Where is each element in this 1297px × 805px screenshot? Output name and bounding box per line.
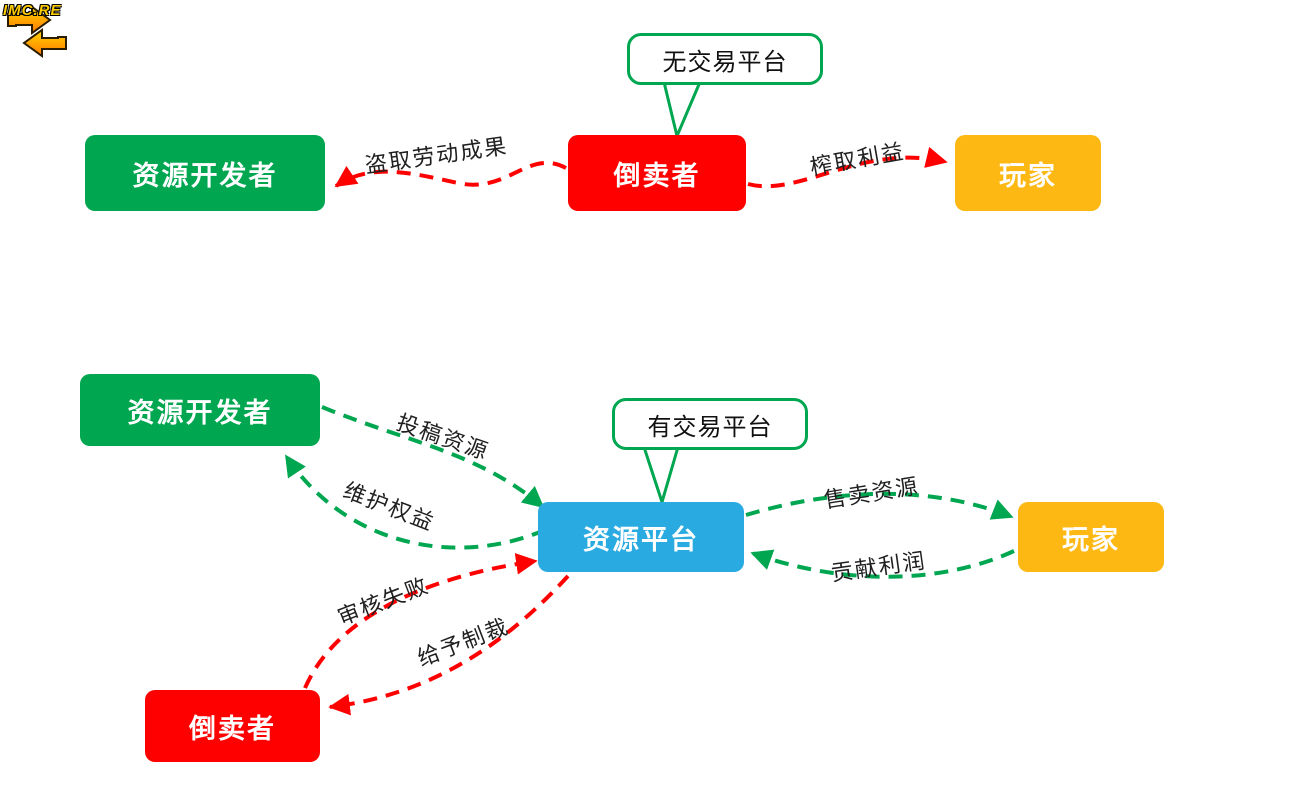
- node-reseller-bottom: 倒卖者: [145, 690, 320, 762]
- edge-protect-rights-arrow: [284, 454, 546, 550]
- node-player-bottom: 玩家: [1018, 502, 1164, 572]
- node-resource-developer-bottom: 资源开发者: [80, 374, 320, 446]
- node-resource-developer-top: 资源开发者: [85, 135, 325, 211]
- node-player-top: 玩家: [955, 135, 1101, 211]
- edge-sell-resources-arrow: [745, 491, 1014, 520]
- callout-no-trading-platform: 无交易平台: [627, 33, 823, 85]
- callout-has-trading-platform: 有交易平台: [612, 398, 808, 450]
- bubble-tail-bottom: [642, 446, 680, 508]
- imcre-watermark-logo: IMC.RE: [0, 0, 78, 62]
- edge-submit-resources-arrow: [321, 405, 545, 509]
- edge-impose-sanctions-arrow: [328, 574, 570, 716]
- bubble-tail-top: [662, 81, 702, 141]
- edge-contribute-profit-arrow: [750, 549, 1015, 579]
- node-reseller-top: 倒卖者: [568, 135, 746, 211]
- edge-review-failed-arrow: [303, 553, 538, 689]
- cycle-arrows-icon: [7, 5, 67, 58]
- watermark-text: IMC.RE: [3, 2, 62, 19]
- node-resource-platform: 资源平台: [538, 502, 744, 572]
- edge-steal-labor-arrow: [334, 161, 567, 188]
- edge-extract-profit-arrow: [747, 146, 948, 189]
